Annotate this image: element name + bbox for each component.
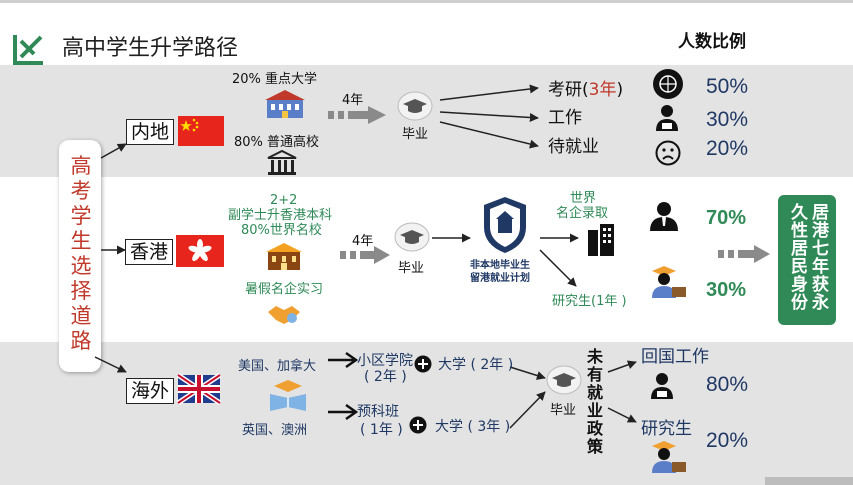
mainland-pct-work: 30% <box>706 108 749 131</box>
region-overseas: 海外 <box>126 378 175 404</box>
sad-face-icon <box>655 140 681 166</box>
globe-study-icon <box>653 69 683 99</box>
overseas-route1-step1: 小区学院 <box>357 353 413 369</box>
footer-bar <box>765 477 853 485</box>
mainland-graduate-label: 毕业 <box>402 127 429 142</box>
hk-route-line1: 2+2 <box>270 193 298 208</box>
mainland-pct-unemployed: 20% <box>706 137 749 160</box>
mainland-pct-postgrad: 50% <box>706 75 749 98</box>
hk-years: 4年 <box>352 234 374 249</box>
university-building-icon <box>265 90 305 118</box>
overseas-outcome-postgrad: 研究生 <box>641 419 692 439</box>
hk-route-line3: 80%世界名校 <box>241 223 322 238</box>
mainland-outcome-postgrad: 考研(3年) <box>548 80 624 100</box>
hk-graduation-cap-icon <box>394 222 430 252</box>
hk-government-emblem-icon <box>484 197 526 253</box>
side-label-box <box>59 140 101 372</box>
hk-residency-arrow-icon <box>718 245 770 263</box>
side-label: 高考学生选择道路 <box>70 154 92 353</box>
hk-pct-postgrad: 30% <box>706 279 747 301</box>
overseas-route1-step2: 大学 ( 2年 ) <box>438 357 514 373</box>
mainland-graduation-cap-icon <box>397 91 433 121</box>
overseas-route2-step1-duration: ( 1年 ) <box>360 422 403 438</box>
overseas-route1-step1-duration: ( 2年 ) <box>364 369 407 385</box>
overseas-pct-postgrad: 20% <box>706 429 749 452</box>
plus-icon-route2 <box>409 416 427 434</box>
mainland-progress-arrow-icon <box>328 106 386 124</box>
hk-postgrad: 研究生(1年 ) <box>552 294 627 309</box>
worker-icon <box>656 105 678 131</box>
overseas-graduate-label: 毕业 <box>550 403 577 418</box>
page-title: 高中学生升学路径 <box>62 36 239 61</box>
ratio-header: 人数比例 <box>678 32 746 52</box>
mainland-school-key: 20% 重点大学 <box>232 72 318 87</box>
hk-employee-icon <box>650 202 678 231</box>
hk-route-line2: 副学士升香港本科 <box>228 208 333 223</box>
mainland-outcome-work: 工作 <box>548 108 582 128</box>
hk-employ-line1: 世界 <box>570 191 597 206</box>
plus-icon-route1 <box>414 355 432 373</box>
hk-progress-arrow-icon <box>340 246 390 264</box>
overseas-route-arrows <box>328 351 359 421</box>
china-flag-icon <box>178 116 224 146</box>
mainland-years: 4年 <box>342 93 364 108</box>
handshake-icon <box>268 306 300 324</box>
top-border <box>0 0 853 3</box>
hk-scheme-line1: 非本地毕业生 <box>470 260 530 271</box>
region-mainland: 内地 <box>126 119 175 145</box>
overseas-worker-icon <box>651 373 673 399</box>
mainland-school-normal: 80% 普通高校 <box>234 135 320 150</box>
region-hongkong: 香港 <box>125 239 174 265</box>
overseas-no-policy: 未有就业政策 <box>586 347 603 456</box>
overseas-book-icon <box>270 380 306 411</box>
mainland-outcome-unemployed: 待就业 <box>548 137 599 157</box>
overseas-pct-return: 80% <box>706 373 749 396</box>
overseas-route2-country: 英国、澳洲 <box>242 423 308 438</box>
hongkong-flag-icon <box>176 235 224 267</box>
hk-internship: 暑假名企实习 <box>245 282 324 297</box>
postgrad-years-accent: 3年 <box>588 80 617 100</box>
overseas-outcome-return: 回国工作 <box>641 347 709 367</box>
uk-flag-icon <box>176 372 222 406</box>
hk-pct-employed: 70% <box>706 207 747 229</box>
hk-employ-line2: 名企录取 <box>556 206 609 221</box>
office-building-icon <box>588 224 614 256</box>
logo-icon <box>13 35 43 65</box>
overseas-route2-step2: 大学 ( 3年 ) <box>435 419 511 435</box>
hk-residency-box <box>778 195 836 325</box>
college-building-icon <box>267 149 297 175</box>
hk-university-icon <box>266 243 302 270</box>
overseas-route2-step1: 预科班 <box>357 404 399 420</box>
hk-graduate-label: 毕业 <box>398 261 425 276</box>
hk-scheme-line2: 留港就业计划 <box>470 273 530 284</box>
overseas-student-icon <box>652 441 686 473</box>
hk-student-icon <box>652 266 686 298</box>
overseas-graduation-cap-icon <box>546 365 582 395</box>
hk-residency-text: 居港七年获永久性居民身份 <box>787 203 828 311</box>
overseas-route1-country: 美国、加拿大 <box>238 359 317 374</box>
